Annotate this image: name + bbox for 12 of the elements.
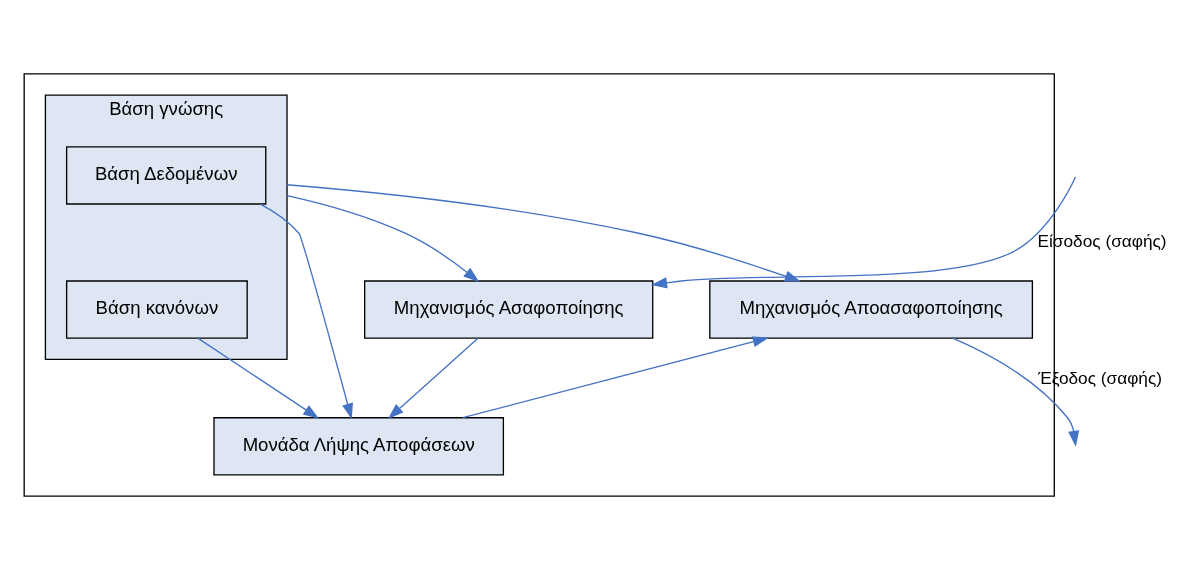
arrow [197,337,320,419]
node-box: Βάση Δεδομένων [65,146,267,205]
node-box: Μονάδα Λήψης Αποφάσεων [213,417,505,476]
node-box: Μηχανισμός Αποασαφοποίησης [709,280,1034,339]
arrow [259,203,353,420]
node-box: Βάση κανόνων [65,280,248,339]
node-box: Μηχανισμός Ασαφοποίησης [364,280,654,339]
arrow [387,337,479,419]
arrow [651,176,1077,289]
arrow [462,336,769,419]
arrow [952,337,1080,447]
arrow [286,195,480,282]
